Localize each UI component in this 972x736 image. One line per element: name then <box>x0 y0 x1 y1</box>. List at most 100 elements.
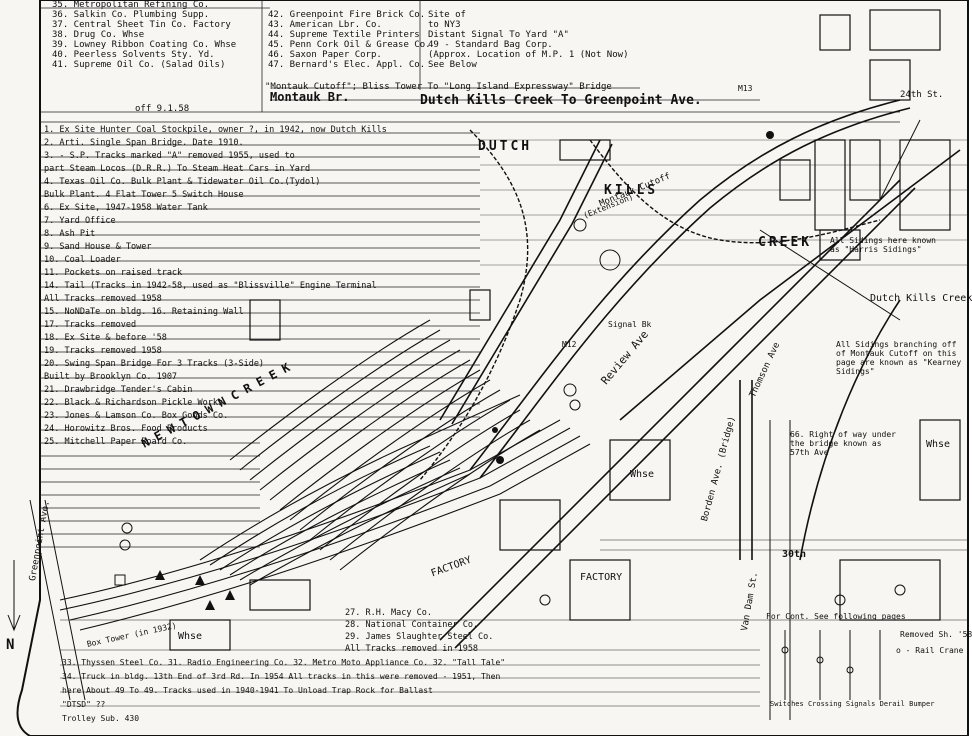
note-14: 14. Tail (Tracks in 1942-58, used as "Bl… <box>44 281 377 291</box>
note-all-tracks-removed: All Tracks removed in 1958 <box>345 644 479 654</box>
note-25: 25. Mitchell Paper Board Co. <box>44 437 188 447</box>
header-title-left: Montauk Br. <box>270 90 350 104</box>
label-creek: CREEK <box>758 235 813 250</box>
industry-42: 42. Greenpoint Fire Brick Co. <box>268 10 426 20</box>
header-title-right: Dutch Kills Creek To Greenpoint Ave. <box>420 93 702 108</box>
note-see-below: See Below <box>428 60 477 70</box>
legend-title: For Cont. See following pages <box>766 612 906 621</box>
industry-34: 34. Truck in bldg. 13th End of 3rd Rd. I… <box>62 672 501 681</box>
top-right-notes: Site of to NY3 Distant Signal To Yard "A… <box>428 10 628 70</box>
cutoff-note: "Montauk Cutoff"; Bliss Tower To "Long I… <box>265 82 612 92</box>
industry-37: 37. Central Sheet Tin Co. Factory <box>52 20 231 30</box>
note-15: 15. NoNDaTe on bldg. 16. Retaining Wall <box>44 307 244 317</box>
industry-47: 47. Bernard's Elec. Appl. Co. <box>268 60 426 70</box>
legend-rail-crane: o - Rail Crane <box>896 646 964 655</box>
off-date: off 9.1.58 <box>135 104 190 114</box>
yard-tracks <box>59 319 591 631</box>
note-10: 10. Coal Loader <box>44 255 121 265</box>
note-9: 9. Sand House & Tower <box>44 242 152 252</box>
industry-list-top-mid: 42. Greenpoint Fire Brick Co. 43. Americ… <box>268 10 431 70</box>
note-18: 18. Ex Site & before '58 <box>44 333 167 343</box>
legend-items: Switches Crossing Signals Derail Bumper <box>770 700 934 708</box>
legend-signals: Signals <box>845 700 876 708</box>
note-4b: Bulk Plant. 4 Flat Tower 5 Switch House <box>44 190 244 200</box>
industry-28: 28. National Container Co. <box>345 620 479 630</box>
note-20: 20. Swing Span Bridge For 3 Tracks (3-Si… <box>44 359 265 369</box>
industry-29: 29. James Slaughter Steel Co. <box>345 632 494 642</box>
industry-36: 36. Salkin Co. Plumbing Supp. <box>52 10 210 20</box>
label-signal-bk: Signal Bk <box>608 320 652 329</box>
label-30th: 30th <box>782 549 807 560</box>
industry-35: 35. Metropolitan Refining Co. <box>52 0 210 10</box>
legend-crossing: Crossing <box>807 700 842 708</box>
note-22: 22. Black & Richardson Pickle Works <box>44 398 224 408</box>
north-arrow-label: N <box>6 637 15 653</box>
industry-45: 45. Penn Cork Oil & Grease Co. <box>268 40 431 50</box>
label-dutch-kills-creek: Dutch Kills Creek <box>870 293 972 304</box>
note-7: 7. Yard Office <box>44 216 116 226</box>
note-17: 17. Tracks removed <box>44 320 137 330</box>
buildings <box>169 9 961 651</box>
label-24th-st: 24th St. <box>900 90 944 100</box>
label-dutch: DUTCH <box>478 139 533 154</box>
signal-markers <box>114 131 774 610</box>
note-trolley-sub: Trolley Sub. 430 <box>62 714 140 723</box>
note-bag-corp: 49 - Standard Bag Corp. <box>428 40 553 50</box>
label-factory-2: FACTORY <box>580 572 623 583</box>
note-4: 4. Texas Oil Co. Bulk Plant & Tidewater … <box>44 177 321 187</box>
legend-bumper: Bumper <box>909 700 935 708</box>
notes-list-left: 1. Ex Site Hunter Coal Stockpile, owner … <box>44 124 387 449</box>
note-8: 8. Ash Pit <box>44 229 96 239</box>
label-m12: M12 <box>562 340 577 349</box>
note-mp1: (Approx. Location of M.P. 1 (Not Now) <box>428 50 629 60</box>
note-3b: part Steam Locos (D.R.R.) To Steam Heat … <box>44 164 311 174</box>
note-24: 24. Horowitz Bros. Food Products <box>44 424 208 434</box>
note-11: 11. Pockets on raised track <box>44 268 183 278</box>
note-21: 21. Drawbridge Tender's Cabin <box>44 385 193 395</box>
note-1: 1. Ex Site Hunter Coal Stockpile, owner … <box>44 125 387 135</box>
legend-derail: Derail <box>879 700 905 708</box>
note-23: 23. Jones & Lamson Co. Box Goods Co. <box>44 411 229 421</box>
label-m13: M13 <box>738 84 753 93</box>
label-whse-3: Whse <box>926 439 951 450</box>
signals <box>119 218 906 606</box>
industries-bottom-a: 27. R.H. Macy Co. 28. National Container… <box>345 607 493 655</box>
legend-shapes <box>781 630 881 700</box>
note-kearney-sidings: All Sidings branching off of Montauk Cut… <box>836 340 962 376</box>
note-6: 6. Ex Site, 1947-1958 Water Tank <box>44 203 208 213</box>
industry-33: 33. Thyssen Steel Co. 31. Radio Engineer… <box>62 658 506 667</box>
label-kills: KILLS <box>604 183 659 198</box>
note-14b: All Tracks removed 1958 <box>44 294 162 304</box>
industry-38: 38. Drug Co. Whse <box>52 30 145 40</box>
label-whse-1: Whse <box>178 631 203 642</box>
industry-44: 44. Supreme Textile Printers <box>268 30 420 40</box>
note-right-of-way: 66. Right of way under the bridge known … <box>790 430 896 457</box>
montauk-main-line <box>439 99 961 649</box>
industry-43: 43. American Lbr. Co. <box>268 20 382 30</box>
note-harris-sidings: All Sidings here known as "Harris Siding… <box>830 236 936 254</box>
industry-40: 40. Peerless Solvents Sty. Yd. <box>52 50 215 60</box>
legend-switches: Switches <box>770 700 804 708</box>
note-19: 19. Tracks removed 1958 <box>44 346 162 356</box>
industry-41: 41. Supreme Oil Co. (Salad Oils) <box>52 60 226 70</box>
label-whse-2: Whse <box>630 469 655 480</box>
notes-table-lines <box>40 0 968 707</box>
industries-bottom-b: 33. Thyssen Steel Co. 31. Radio Engineer… <box>62 656 505 726</box>
streets <box>7 119 921 720</box>
note-2: 2. Arti. Single Span Bridge. Date 1910. <box>44 138 244 148</box>
note-dtsd: "DTSD" ?? <box>62 700 106 709</box>
note-20b: Built by Brooklyn Co. 1907 <box>44 372 178 382</box>
legend-removed-note: Removed Sh. '58 <box>900 630 972 639</box>
note-trap-rock: here About 49 To 49. Tracks used in 1940… <box>62 686 433 695</box>
industry-list-top-left: 35. Metropolitan Refining Co. 36. Salkin… <box>52 0 236 70</box>
note-to-ny3: to NY3 <box>428 20 461 30</box>
industry-39: 39. Lowney Ribbon Coating Co. Whse <box>52 40 237 50</box>
creek-banks <box>419 129 881 481</box>
note-distant-signal: Distant Signal To Yard "A" <box>428 30 569 40</box>
note-site-of: Site of <box>428 10 466 20</box>
note-3: 3. - S.P. Tracks marked "A" removed 1955… <box>44 151 295 161</box>
industry-27: 27. R.H. Macy Co. <box>345 608 432 618</box>
industry-46: 46. Saxon Paper Corp. <box>268 50 382 60</box>
